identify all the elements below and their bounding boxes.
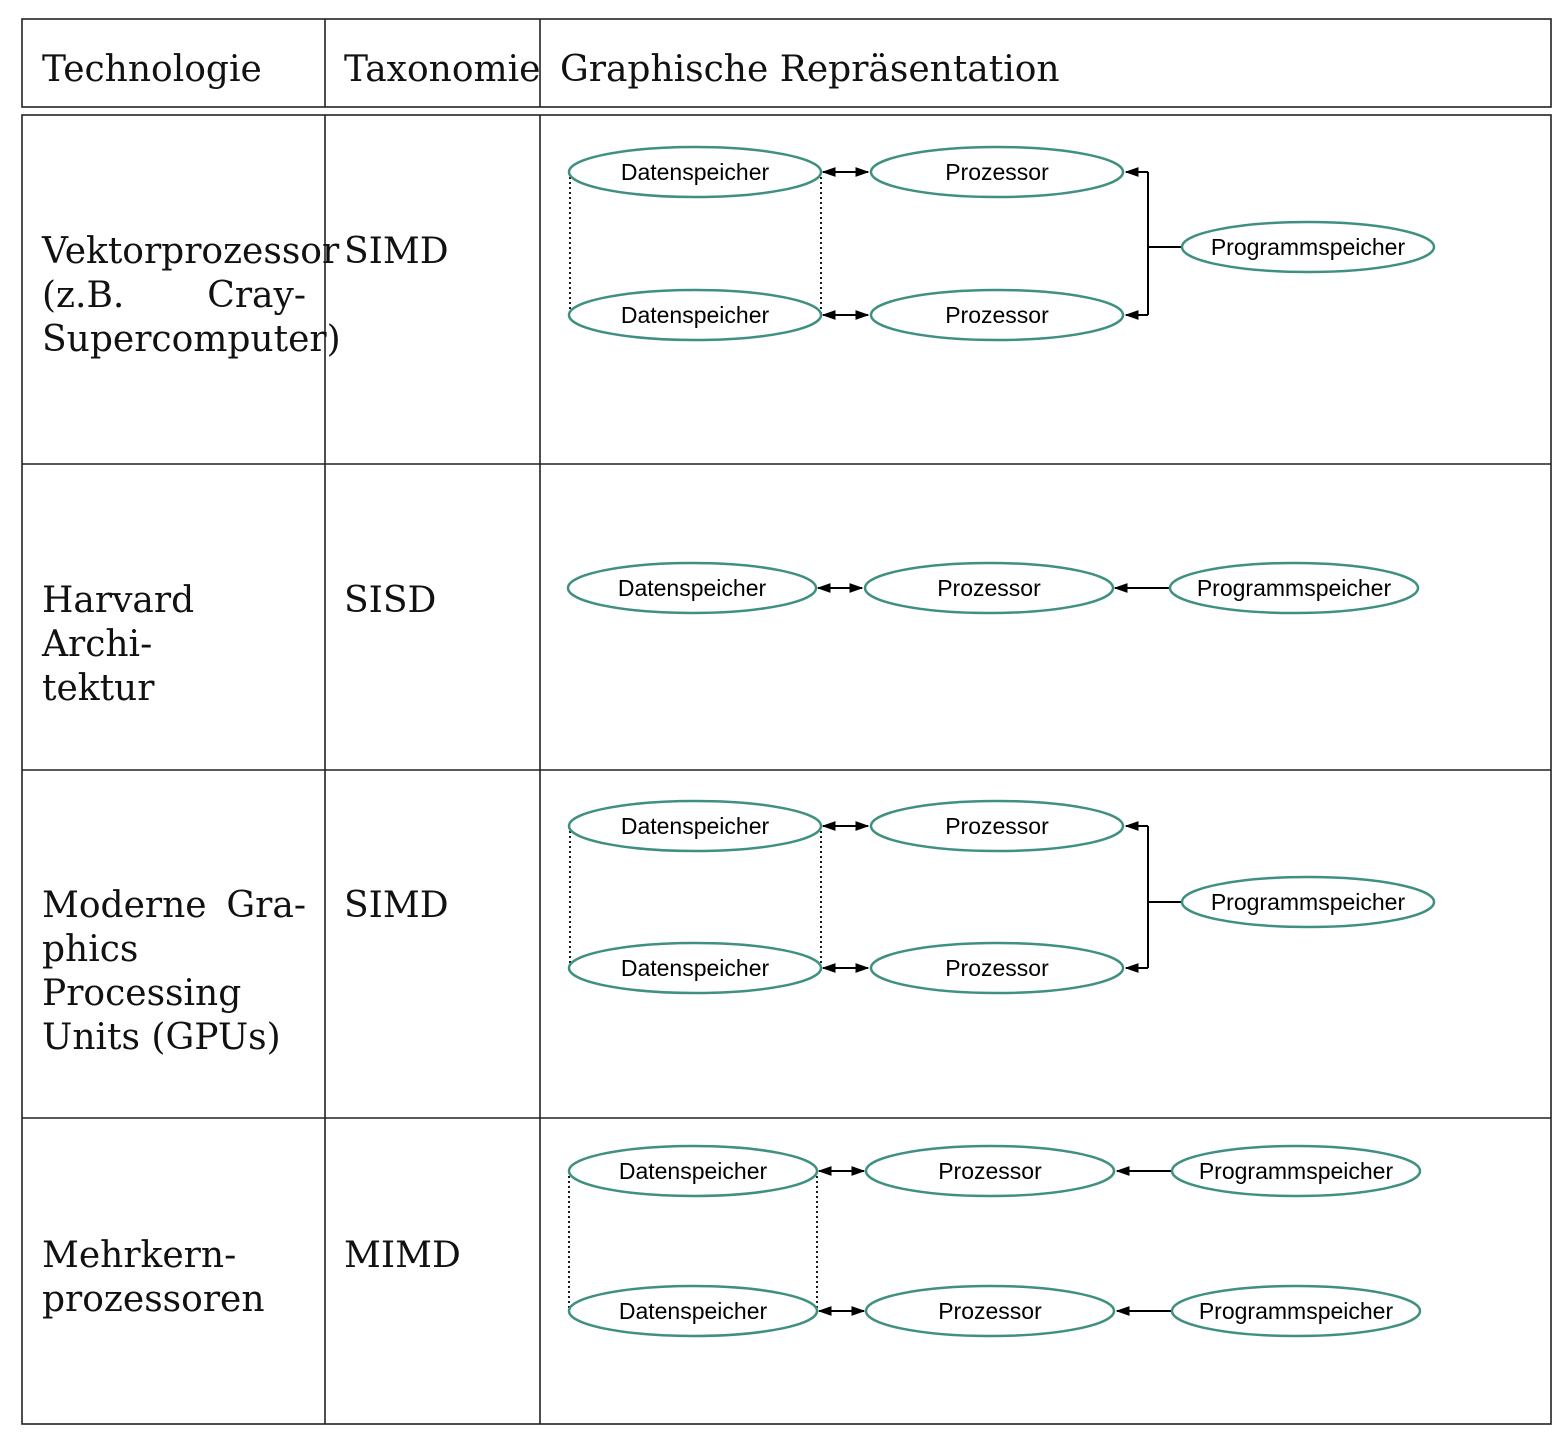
row1-program-memory-ellipse bbox=[1180, 220, 1436, 274]
row4-tech-line2: prozessoren bbox=[42, 1279, 265, 1320]
row4-program-memory-1-label: Programmspeicher bbox=[1199, 1158, 1394, 1184]
row4-program-memory-1-ellipse bbox=[1170, 1144, 1422, 1198]
row2-tech-line1: Harvard Archi- bbox=[42, 580, 195, 665]
row1-data-memory-1-ellipse bbox=[567, 145, 823, 199]
row1-technology: Vektorprozessor (z.B. Cray- Supercompute… bbox=[42, 230, 341, 362]
row1-data-memory-1-label: Datenspeicher bbox=[621, 159, 770, 185]
row2-program-memory-ellipse bbox=[1168, 561, 1420, 615]
header-graphische-repraesentation: Graphische Repräsentation bbox=[560, 49, 1060, 90]
row4-data-memory-1-label: Datenspeicher bbox=[619, 1158, 768, 1184]
row1-processor-1-label: Prozessor bbox=[945, 159, 1049, 185]
row3-program-memory-label: Programmspeicher bbox=[1211, 889, 1406, 915]
row4-processor-2-label: Prozessor bbox=[938, 1298, 1042, 1324]
row2-processor-ellipse bbox=[863, 561, 1115, 615]
row3-data-memory-2-label: Datenspeicher bbox=[621, 955, 770, 981]
row4-program-memory-2-label: Programmspeicher bbox=[1199, 1298, 1394, 1324]
row1-data-memory-2-label: Datenspeicher bbox=[621, 302, 770, 328]
row4-taxonomy: MIMD bbox=[344, 1235, 461, 1276]
row1-processor-1-ellipse bbox=[869, 145, 1125, 199]
row3-data-memory-1-label: Datenspeicher bbox=[621, 813, 770, 839]
header-technologie: Technologie bbox=[42, 49, 262, 90]
row1-tech-line1: Vektorprozessor bbox=[42, 231, 340, 272]
row1-processor-2-label: Prozessor bbox=[945, 302, 1049, 328]
row4-processor-2-ellipse bbox=[864, 1284, 1116, 1338]
row3-diagram: Datenspeicher Prozessor Datenspeicher Pr… bbox=[567, 799, 1436, 995]
row3-processor-2-label: Prozessor bbox=[945, 955, 1049, 981]
row3-data-memory-2-ellipse bbox=[567, 941, 823, 995]
row3-processor-1-ellipse bbox=[869, 799, 1125, 853]
row3-tech-line1: Moderne Gra- bbox=[42, 885, 306, 926]
row4-diagram: Datenspeicher Prozessor Programmspeicher… bbox=[567, 1144, 1422, 1338]
row1-taxonomy: SIMD bbox=[344, 231, 449, 272]
row2-diagram: Datenspeicher Prozessor Programmspeicher bbox=[566, 561, 1420, 615]
row2-data-memory-ellipse bbox=[566, 561, 818, 615]
row1-diagram: Datenspeicher Prozessor Datenspeicher Pr… bbox=[567, 145, 1436, 342]
row4-program-memory-2-ellipse bbox=[1170, 1284, 1422, 1338]
row3-program-memory-ellipse bbox=[1180, 875, 1436, 929]
row4-technology: Mehrkern- prozessoren bbox=[42, 1234, 306, 1322]
row4-data-memory-2-ellipse bbox=[567, 1284, 819, 1338]
row1-data-memory-2-ellipse bbox=[567, 288, 823, 342]
row2-data-memory-label: Datenspeicher bbox=[618, 575, 767, 601]
row2-tech-line2: tektur bbox=[42, 668, 155, 709]
row4-data-memory-2-label: Datenspeicher bbox=[619, 1298, 768, 1324]
row2-technology: Harvard Archi- tektur bbox=[42, 579, 306, 711]
row3-taxonomy: SIMD bbox=[344, 885, 449, 926]
row4-processor-1-ellipse bbox=[864, 1144, 1116, 1198]
row3-processor-1-label: Prozessor bbox=[945, 813, 1049, 839]
row1-program-memory-label: Programmspeicher bbox=[1211, 234, 1406, 260]
row1-processor-2-ellipse bbox=[869, 288, 1125, 342]
row2-program-memory-label: Programmspeicher bbox=[1197, 575, 1392, 601]
row2-taxonomy: SISD bbox=[344, 580, 437, 621]
row3-data-memory-1-ellipse bbox=[567, 799, 823, 853]
row2-processor-label: Prozessor bbox=[937, 575, 1041, 601]
row4-processor-1-label: Prozessor bbox=[938, 1158, 1042, 1184]
row3-technology: Moderne Gra- phics Processing Units (GPU… bbox=[42, 884, 306, 1060]
row4-data-memory-1-ellipse bbox=[567, 1144, 819, 1198]
row3-processor-2-ellipse bbox=[869, 941, 1125, 995]
header-border bbox=[21, 18, 1552, 108]
row3-tech-line3: Units (GPUs) bbox=[42, 1017, 281, 1058]
header-taxonomie: Taxonomie bbox=[344, 49, 541, 90]
row4-tech-line1: Mehrkern- bbox=[42, 1235, 237, 1276]
row1-tech-line2: (z.B. Cray- bbox=[42, 275, 306, 316]
row3-tech-line2: phics Processing bbox=[42, 929, 242, 1014]
row1-tech-line3: Supercomputer) bbox=[42, 319, 341, 360]
